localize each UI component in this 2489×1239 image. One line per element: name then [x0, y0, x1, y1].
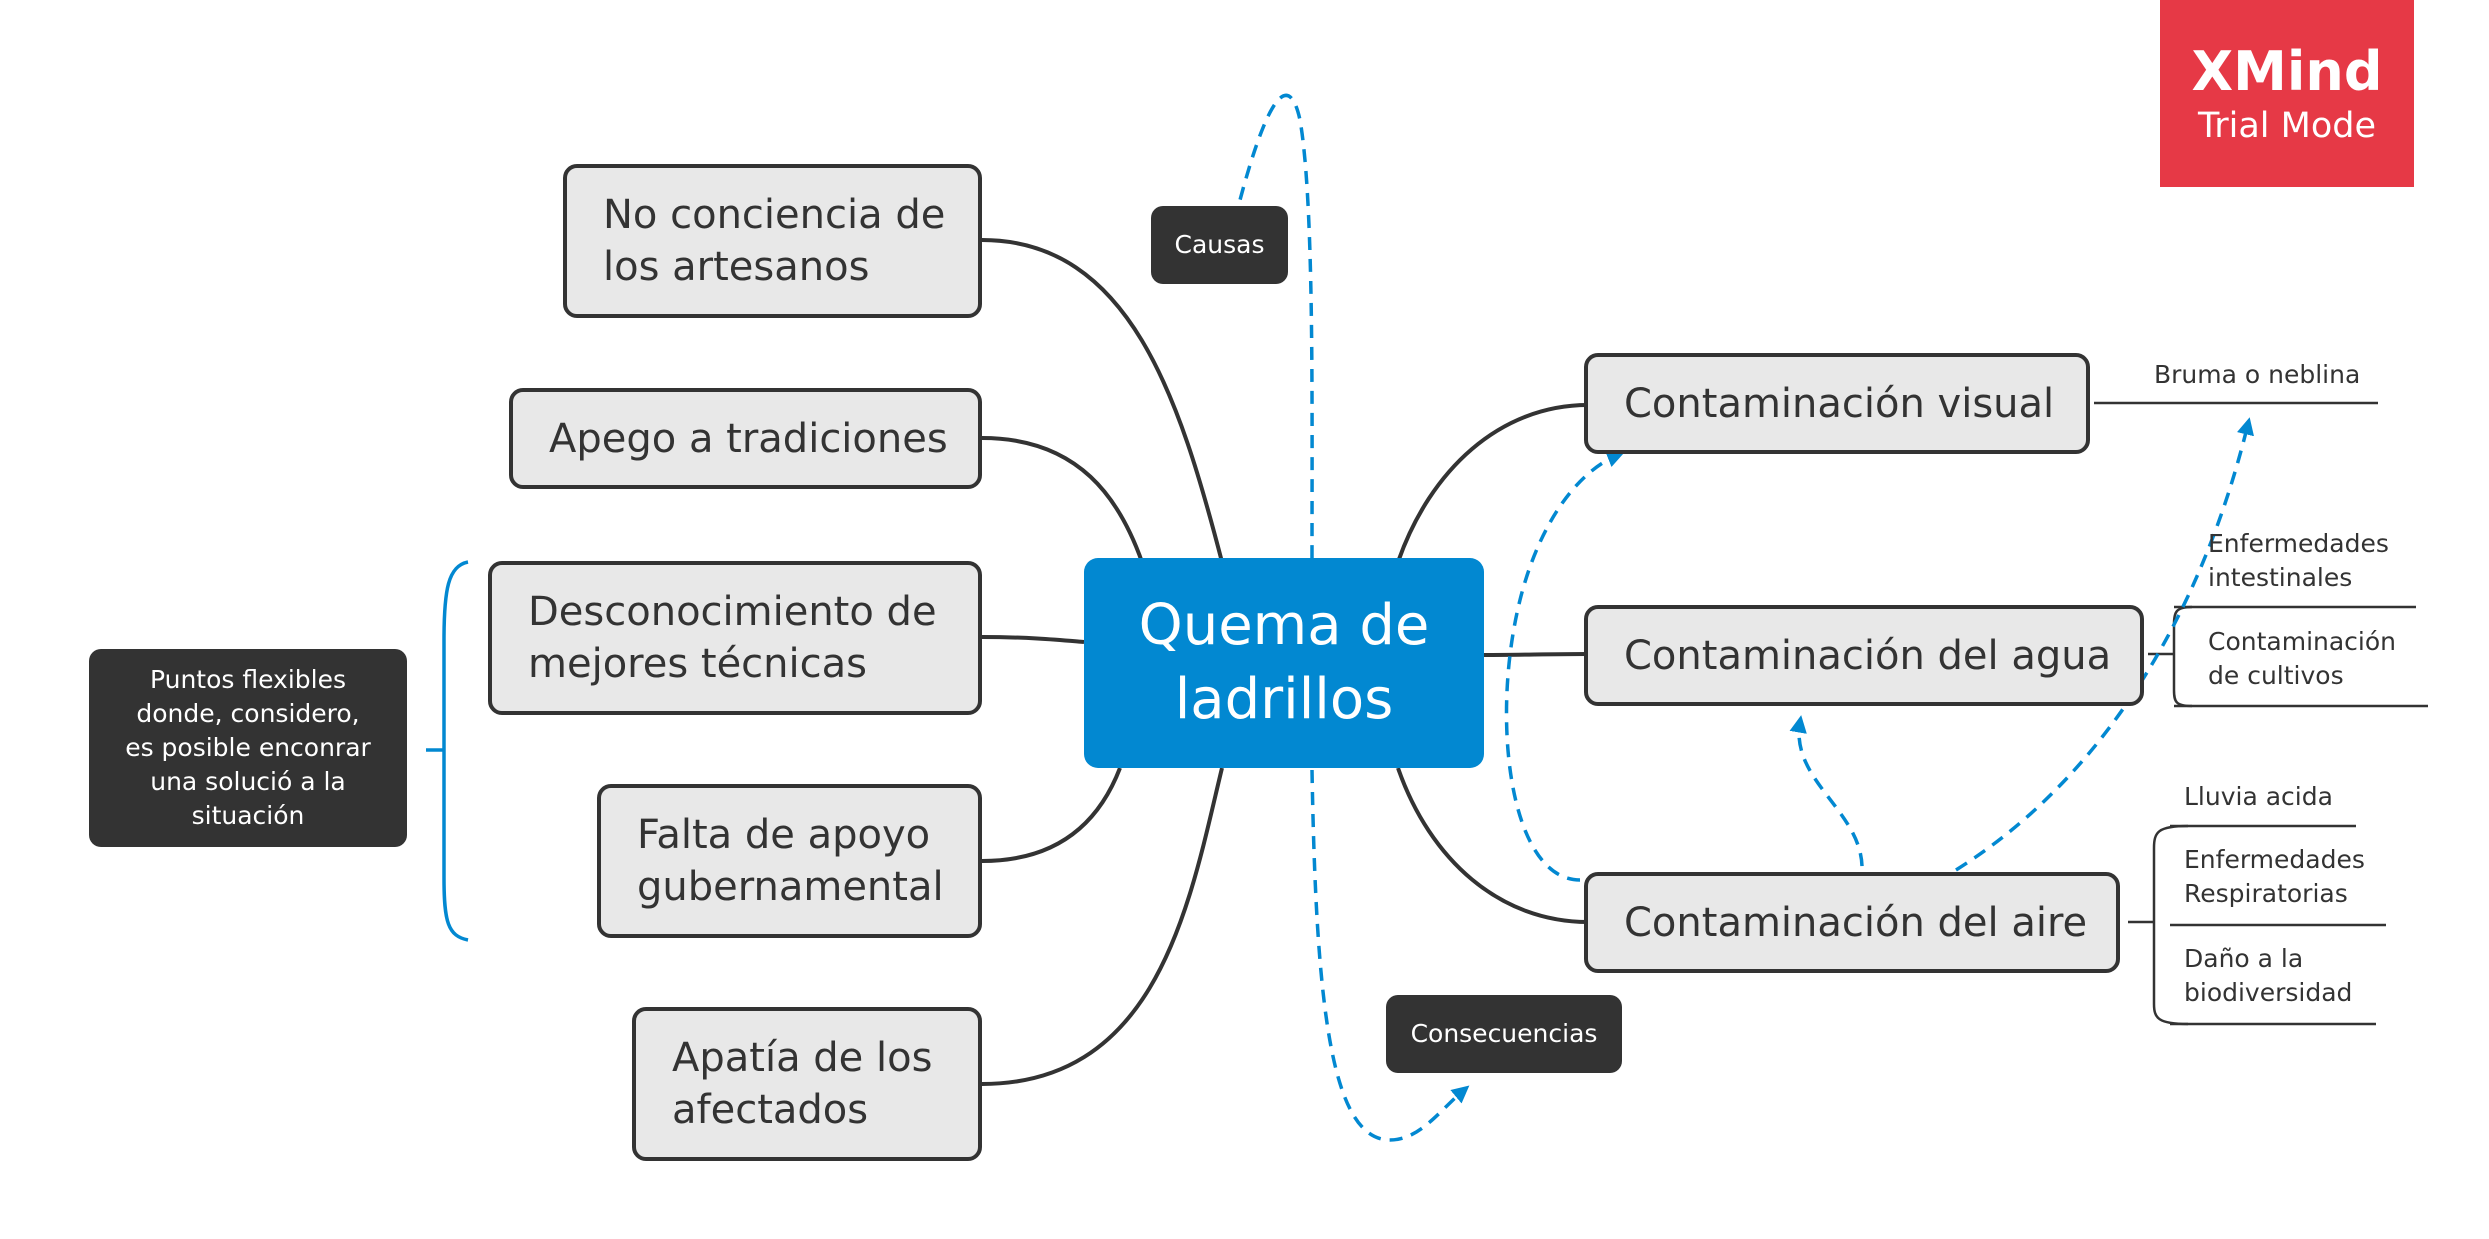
subtopic-label[interactable]: Enfermedades intestinales [2208, 529, 2389, 592]
relationship-aire-agua [1789, 715, 1864, 867]
consequence-topic-agua[interactable]: Contaminación del agua [1584, 605, 2144, 706]
connector-consequence-1 [1396, 403, 1589, 563]
bracket-aire [2128, 824, 2189, 1026]
consequence-topic-visual[interactable]: Contaminación visual [1584, 353, 2090, 454]
connector-consequence-2 [1483, 652, 1589, 657]
connector-cause-4 [981, 767, 1122, 863]
subtopic-label[interactable]: Lluvia acida [2184, 782, 2333, 811]
relationship-causes [1238, 93, 1314, 559]
consequence-topic-aire[interactable]: Contaminación del aire [1584, 872, 2120, 973]
subtopic-label[interactable]: Contaminación de cultivos [2208, 627, 2397, 690]
subtopic-label[interactable]: Daño a la biodiversidad [2184, 944, 2353, 1007]
cause-topic[interactable]: Desconocimiento de mejores técnicas [488, 561, 982, 715]
cause-topic[interactable]: Falta de apoyo gubernamental [597, 784, 982, 938]
subtopic-label[interactable]: Bruma o neblina [2154, 360, 2361, 389]
relationship-label-consequences[interactable]: Consecuencias [1386, 995, 1622, 1073]
subtopic-label[interactable]: Enfermedades Respiratorias [2184, 845, 2365, 908]
connector-consequence-3 [1396, 767, 1589, 924]
cause-topic[interactable]: Apego a tradiciones [509, 388, 982, 489]
cause-topic[interactable]: No conciencia de los artesanos [563, 164, 982, 318]
cause-topic[interactable]: Apatía de los afectados [632, 1007, 982, 1161]
callout-note[interactable]: Puntos flexibles donde, considero, es po… [89, 649, 407, 847]
badge-mode: Trial Mode [2197, 105, 2376, 146]
central-topic[interactable]: Quema de ladrillos [1084, 558, 1484, 768]
callout-bracket [426, 560, 469, 942]
relationship-label-causes[interactable]: Causas [1151, 206, 1288, 284]
connector-cause-5 [981, 767, 1224, 1086]
bracket-agua [2148, 605, 2193, 708]
relationship-consequences [1310, 769, 1470, 1142]
relationship-aire-bruma [1955, 417, 2254, 872]
connector-cause-1 [981, 238, 1224, 563]
relationship-aire-visual [1504, 450, 1625, 882]
xmind-trial-badge: XMind Trial Mode [2160, 0, 2414, 187]
connector-cause-3 [981, 635, 1085, 644]
connector-cause-2 [981, 436, 1144, 563]
badge-brand: XMind [2191, 39, 2383, 103]
